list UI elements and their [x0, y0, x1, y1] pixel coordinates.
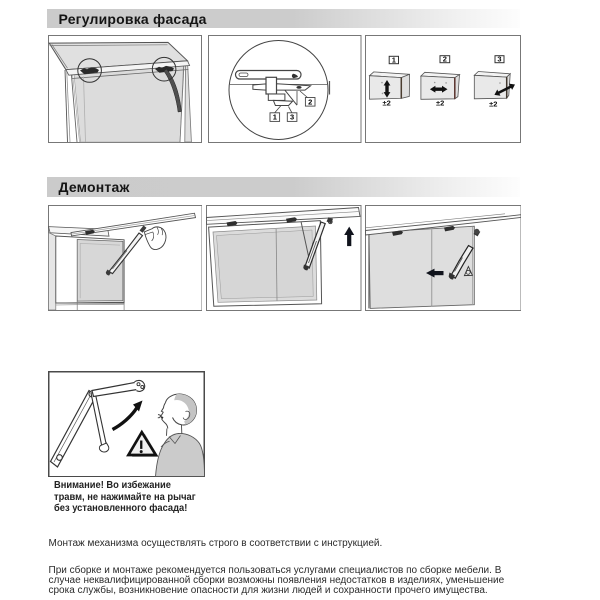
svg-text:±2: ±2: [489, 100, 497, 109]
svg-text:3: 3: [290, 113, 294, 122]
svg-text:2: 2: [308, 97, 312, 106]
svg-text:1: 1: [391, 55, 395, 64]
svg-text:3: 3: [497, 55, 501, 64]
svg-text:1: 1: [273, 113, 277, 122]
svg-text:±2: ±2: [436, 99, 444, 108]
svg-text:±2: ±2: [382, 99, 390, 108]
svg-text:2: 2: [442, 55, 446, 64]
